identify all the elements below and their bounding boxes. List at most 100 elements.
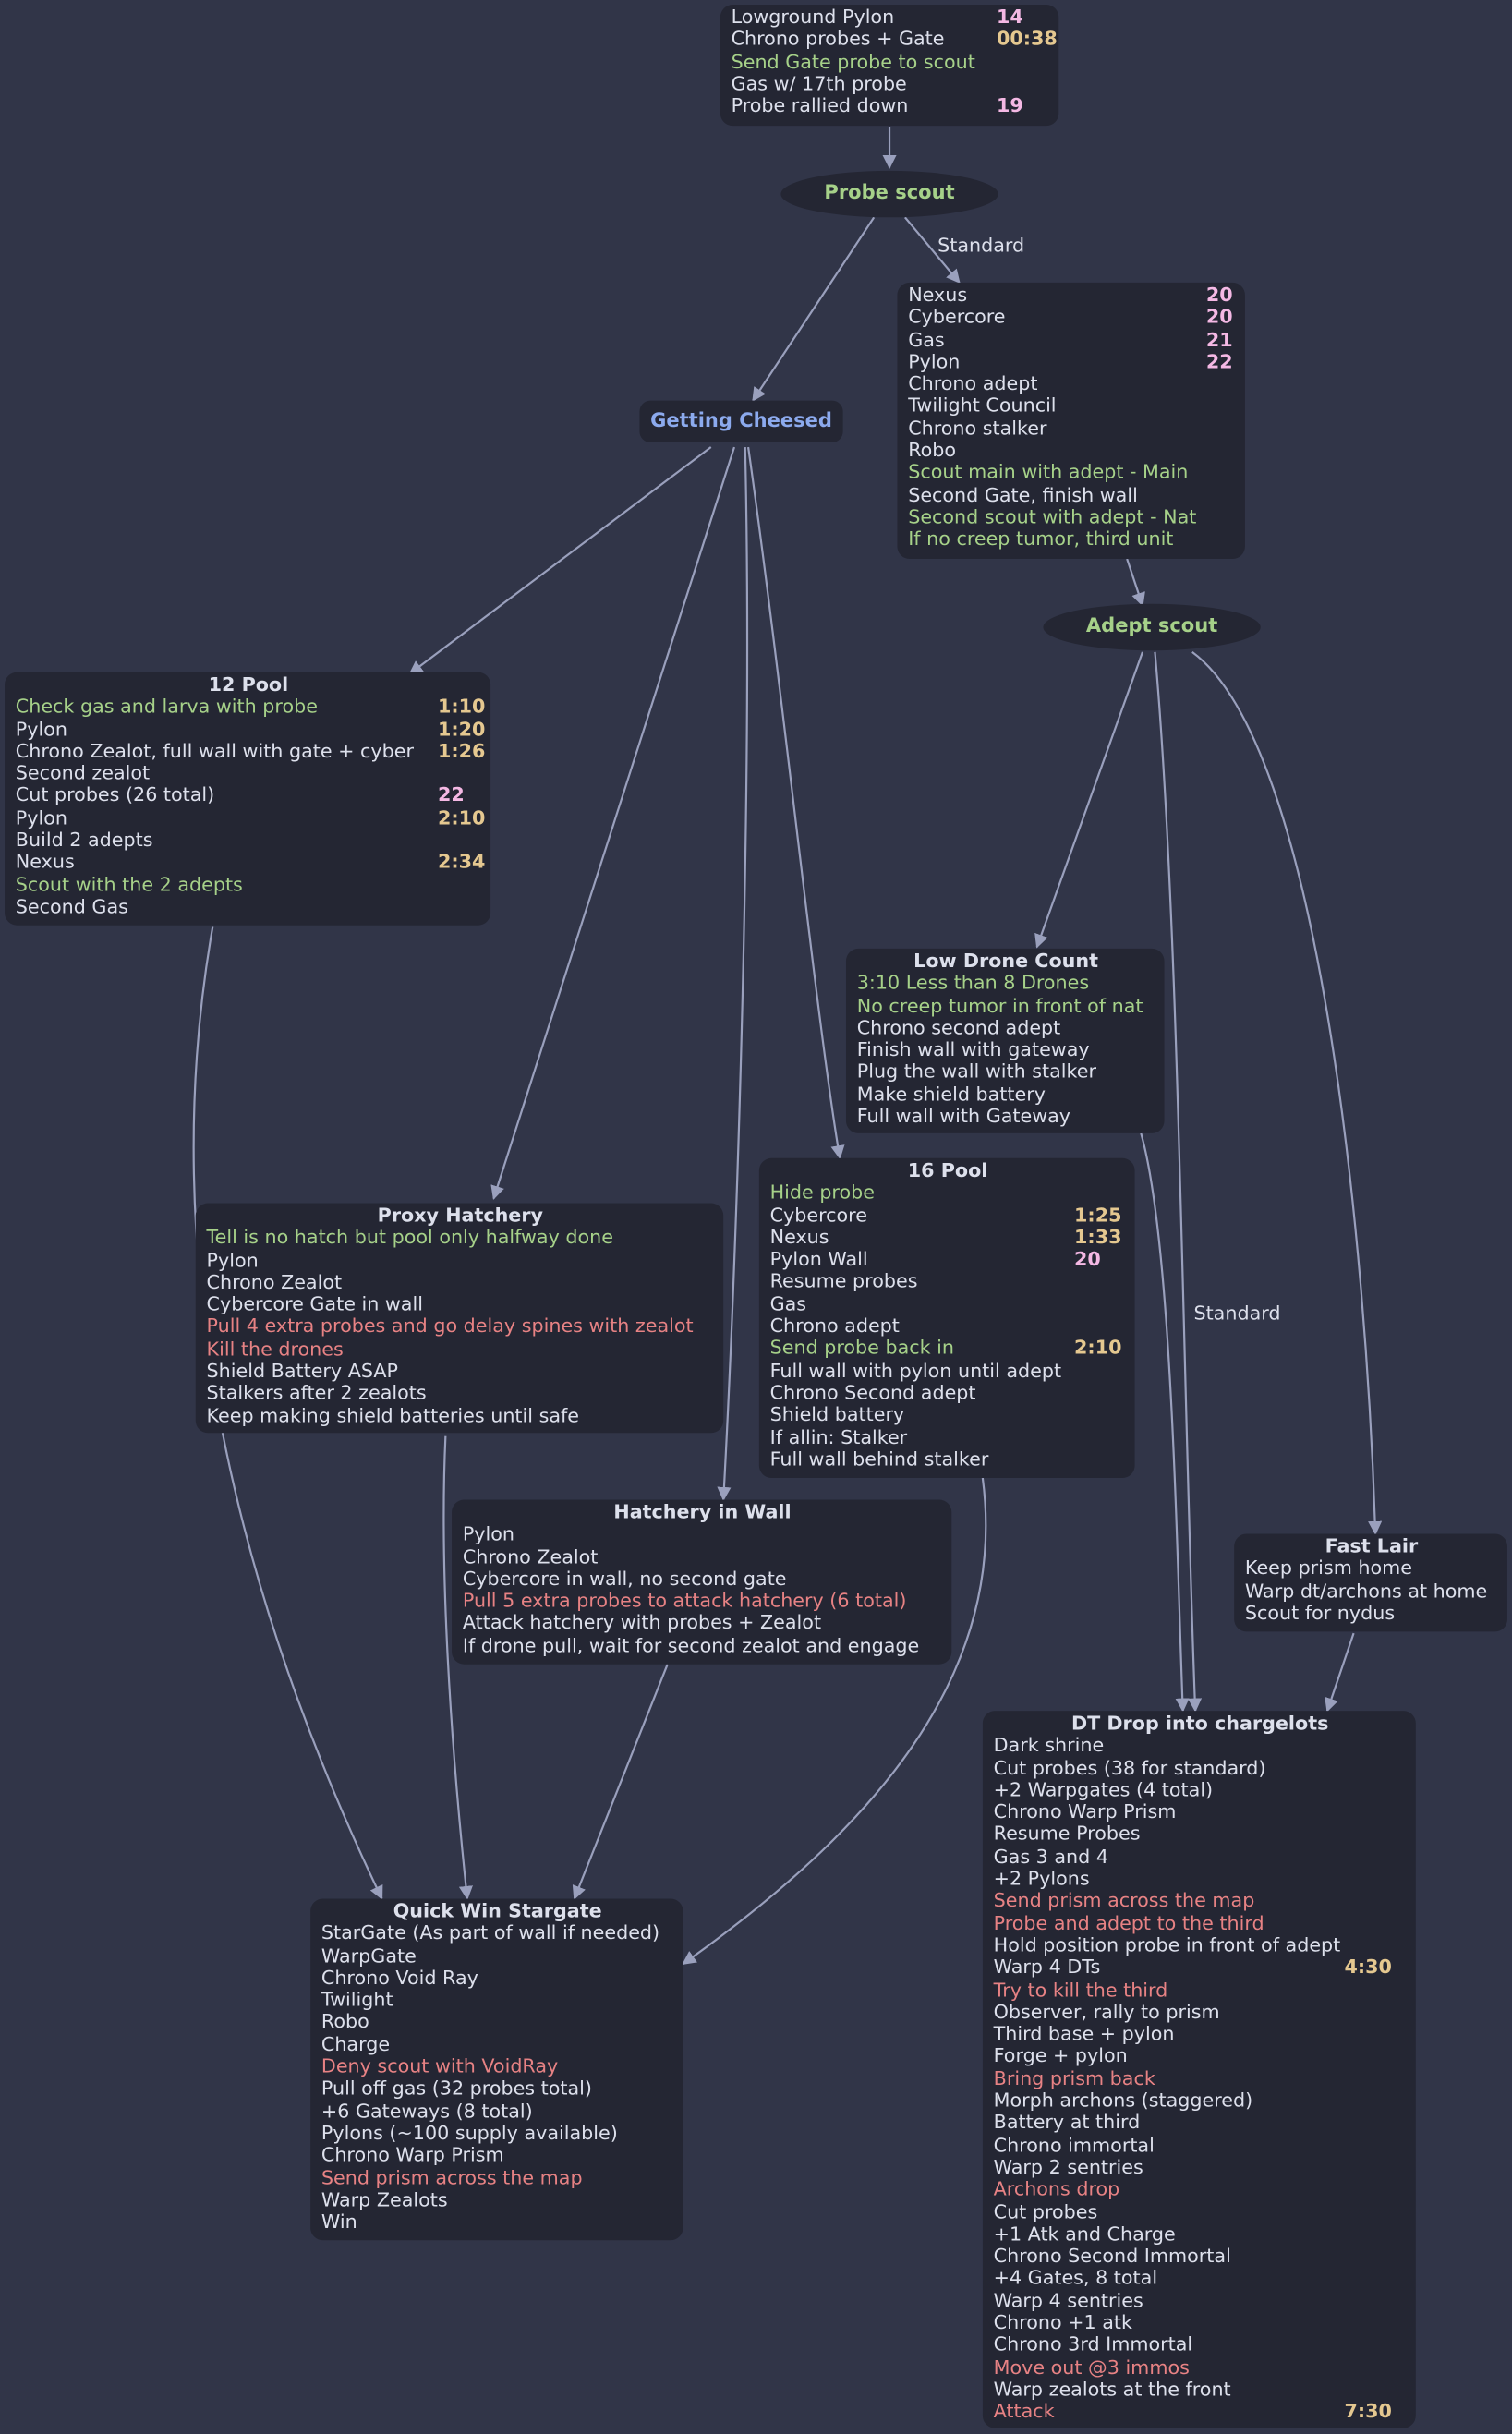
row-text: Chrono adept bbox=[908, 372, 1038, 395]
time-value: 00:38 bbox=[997, 28, 1058, 51]
time-value: 2:10 bbox=[1074, 1337, 1122, 1360]
row-text: Win bbox=[321, 2210, 357, 2234]
supply-value: 21 bbox=[1205, 328, 1233, 351]
edge-adept-lowdrone bbox=[1034, 651, 1144, 949]
row-text: Chrono Zealot bbox=[206, 1271, 343, 1293]
node-row: Archons drop bbox=[994, 2178, 1407, 2200]
row-text: Battery at third bbox=[993, 2112, 1141, 2134]
node-row: Full wall behind stalker bbox=[770, 1448, 1126, 1471]
row-text: No creep tumor in front of nat bbox=[856, 994, 1143, 1017]
node-row: Resume Probes bbox=[994, 1823, 1407, 1846]
row-text: Twilight Council bbox=[908, 394, 1057, 418]
row-text: Tell is no hatch but pool only halfway d… bbox=[206, 1227, 613, 1249]
node-row: Cybercore in wall, no second gate bbox=[463, 1568, 942, 1590]
node-row: Scout main with adept - Main bbox=[908, 462, 1236, 484]
node-row: Kill the drones bbox=[207, 1338, 715, 1360]
row-text: Chrono adept bbox=[769, 1314, 900, 1338]
row-text: Gas 3 and 4 bbox=[993, 1845, 1108, 1868]
row-text: Pylon bbox=[908, 350, 961, 373]
row-text: Gas w/ 17th probe bbox=[731, 72, 907, 95]
node-row: Chrono stalker bbox=[908, 418, 1236, 440]
getting-cheesed-node: Getting Cheesed bbox=[639, 400, 843, 442]
node-row: Second scout with adept - Nat bbox=[908, 506, 1236, 528]
row-text: Chrono 3rd Immortal bbox=[993, 2333, 1193, 2356]
node-row: Pull off gas (32 probes total) bbox=[321, 2077, 674, 2100]
node-row: Twilight bbox=[321, 1989, 674, 2011]
node-row: Charge bbox=[321, 2033, 674, 2055]
row-text: Pylon bbox=[462, 1523, 515, 1545]
edge-standard-adept-scout bbox=[1126, 558, 1145, 607]
row-text: Warp dt/archons at home bbox=[1244, 1580, 1488, 1602]
row-text: +2 Pylons bbox=[993, 1868, 1090, 1890]
node-row: Try to kill the third bbox=[994, 1979, 1407, 2001]
node-title: 16 Pool bbox=[907, 1159, 988, 1182]
row-text: Full wall with Gateway bbox=[856, 1105, 1071, 1128]
row-text: +6 Gateways (8 total) bbox=[321, 2100, 533, 2122]
node-row: Cut probes bbox=[994, 2200, 1407, 2222]
node-row: Robo bbox=[908, 440, 1236, 462]
node-row: Plug the wall with stalker bbox=[857, 1061, 1155, 1084]
node-title: Proxy Hatchery bbox=[377, 1205, 543, 1227]
node-row: Chrono Zealot bbox=[207, 1271, 715, 1293]
node-row: Send Gate probe to scout bbox=[732, 51, 1050, 73]
node-row: +6 Gateways (8 total) bbox=[321, 2100, 674, 2122]
node-row: Pylon bbox=[463, 1523, 942, 1545]
edge-probe-scout-standard bbox=[904, 216, 961, 285]
row-text: Cybercore bbox=[769, 1204, 867, 1227]
row-text: Attack hatchery with probes + Zealot bbox=[462, 1612, 822, 1634]
node-row: Resume probes bbox=[770, 1271, 1126, 1293]
edge-cheesed-hatchwall bbox=[717, 447, 749, 1502]
node-row: Cut probes (26 total)22 bbox=[16, 785, 481, 807]
node-row: Deny scout with VoidRay bbox=[321, 2055, 674, 2077]
node-row: Pull 4 extra probes and go delay spines … bbox=[207, 1315, 715, 1338]
edge-cheesed-proxy bbox=[490, 446, 736, 1200]
node-row: Warp 4 sentries bbox=[994, 2290, 1407, 2312]
node-row: Gas w/ 17th probe bbox=[732, 73, 1050, 95]
node-row: Send prism across the map bbox=[321, 2167, 674, 2189]
node-row: Chrono adept bbox=[908, 373, 1236, 395]
row-text: Chrono second adept bbox=[856, 1016, 1061, 1039]
node-row: Win bbox=[321, 2211, 674, 2234]
row-text: Second zealot bbox=[15, 762, 151, 785]
row-text: Cybercore Gate in wall bbox=[206, 1293, 423, 1315]
time-value: 4:30 bbox=[1344, 1956, 1392, 1979]
row-text: Chrono Void Ray bbox=[321, 1967, 478, 1989]
node-row: If allin: Stalker bbox=[770, 1426, 1126, 1448]
row-text: Nexus bbox=[15, 851, 75, 874]
node-row: Chrono adept bbox=[770, 1315, 1126, 1338]
edge-probe-scout-getting-cheesed bbox=[752, 216, 876, 402]
node-row: Chrono +1 atk bbox=[994, 2312, 1407, 2334]
node-row: Cybercore Gate in wall bbox=[207, 1293, 715, 1315]
node-row: Chrono Second Immortal bbox=[994, 2246, 1407, 2268]
row-text: Pylon Wall bbox=[769, 1248, 868, 1271]
supply-value: 20 bbox=[1205, 306, 1233, 329]
node-row: Pylon bbox=[207, 1249, 715, 1271]
row-text: Morph archons (staggered) bbox=[993, 2089, 1253, 2112]
row-text: Charge bbox=[321, 2033, 391, 2055]
row-text: Keep making shield batteries until safe bbox=[206, 1404, 580, 1427]
node-row: No creep tumor in front of nat bbox=[857, 995, 1155, 1017]
edge-pool16-quickwin bbox=[682, 1477, 987, 1965]
row-text: Stalkers after 2 zealots bbox=[206, 1382, 427, 1404]
edge-label-standard-2: Standard bbox=[1193, 1302, 1281, 1325]
row-text: 3:10 Less than 8 Drones bbox=[856, 972, 1090, 995]
node-row: Attack hatchery with probes + Zealot bbox=[463, 1612, 942, 1634]
node-row: Hold position probe in front of adept bbox=[994, 1934, 1407, 1956]
row-text: Scout with the 2 adepts bbox=[15, 873, 243, 896]
node-row: Warp 2 sentries bbox=[994, 2156, 1407, 2178]
